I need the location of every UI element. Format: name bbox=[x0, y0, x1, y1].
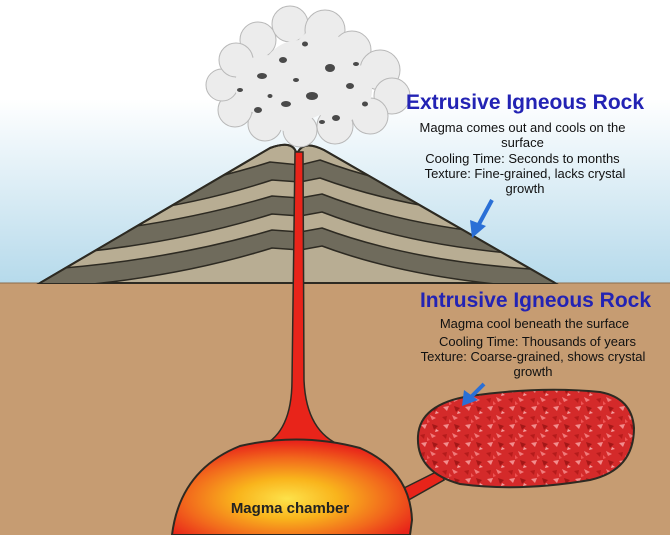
extrusive-cooling-time: Cooling Time: Seconds to months bbox=[400, 151, 645, 166]
extrusive-texture: Texture: Fine-grained, lacks crystal gro… bbox=[410, 166, 640, 196]
intrusive-title: Intrusive Igneous Rock bbox=[408, 289, 663, 313]
magma-chamber-label: Magma chamber bbox=[205, 500, 375, 517]
intrusive-rock-body bbox=[418, 390, 634, 487]
extrusive-title: Extrusive Igneous Rock bbox=[400, 91, 650, 115]
intrusive-cooling-time: Cooling Time: Thousands of years bbox=[415, 334, 660, 349]
extrusive-description: Magma comes out and cools on the surface bbox=[405, 120, 640, 150]
intrusive-texture: Texture: Coarse-grained, shows crystal g… bbox=[418, 349, 648, 379]
intrusive-description: Magma cool beneath the surface bbox=[412, 316, 657, 331]
